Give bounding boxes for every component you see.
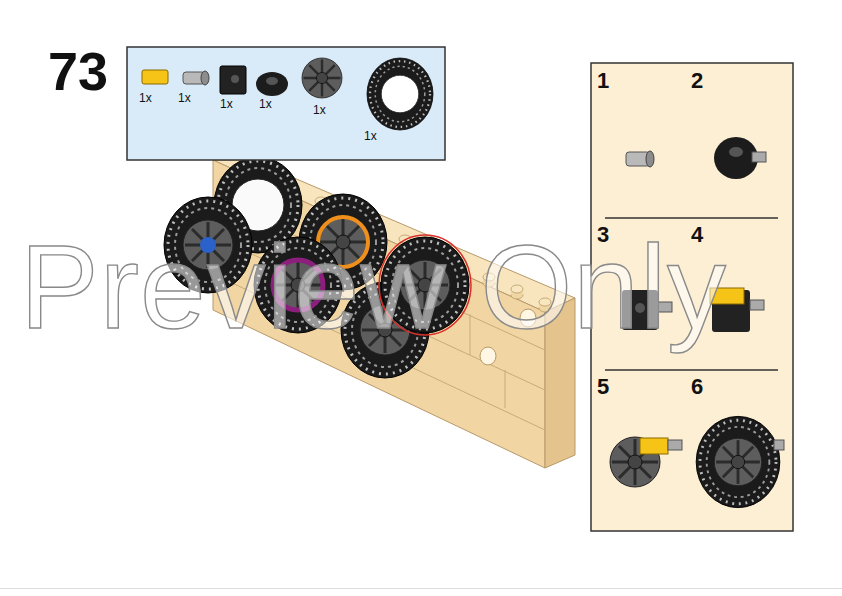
watermark: Preview Only: [20, 228, 727, 346]
part-quantity: 1x: [313, 104, 326, 116]
part-quantity: 1x: [178, 92, 191, 104]
part-quantity: 1x: [364, 130, 377, 142]
part-quantity: 1x: [259, 98, 272, 110]
substep-number: 1: [597, 70, 609, 92]
step-number: 73: [48, 44, 108, 98]
part-quantity: 1x: [220, 98, 233, 110]
substep-number: 2: [691, 70, 703, 92]
substep-number: 6: [691, 376, 703, 398]
part-quantity: 1x: [139, 92, 152, 104]
page-rule: [0, 588, 842, 589]
substep-number: 5: [597, 376, 609, 398]
parts-list-box: 1x 1x 1x 1x 1x 1x: [127, 47, 445, 160]
